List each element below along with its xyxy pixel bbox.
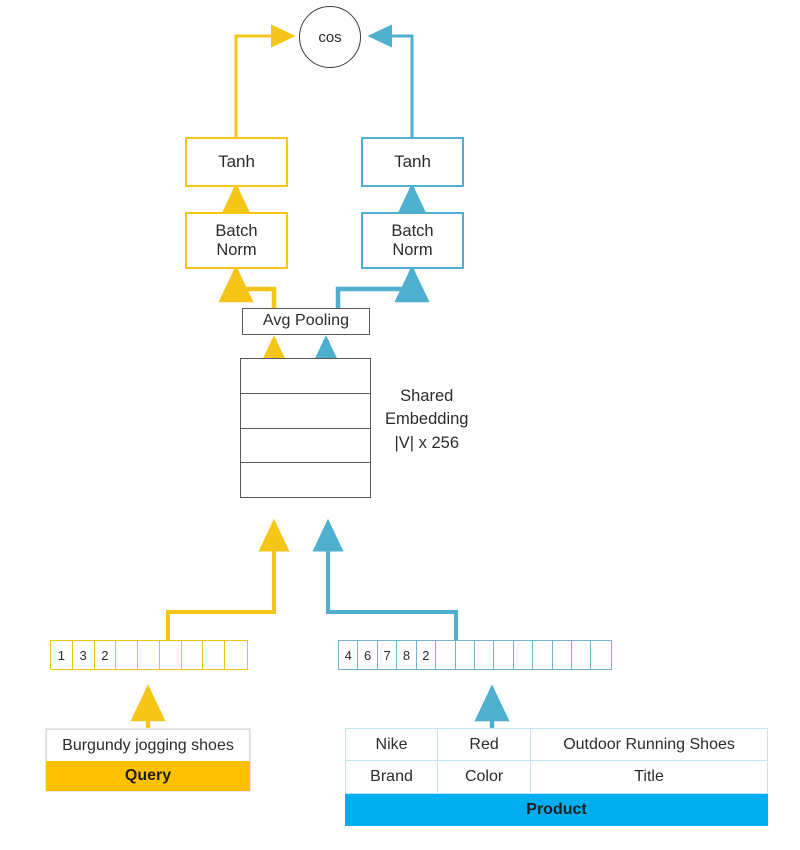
query-banner: Query (46, 761, 250, 791)
product-attribute-header: Color (438, 761, 532, 794)
wire-pooling-to-product-bn (335, 265, 430, 308)
product-attribute-value: Red (438, 728, 532, 761)
token-cell[interactable] (225, 641, 247, 669)
token-cell[interactable] (475, 641, 495, 669)
wire-pooling-to-query-bn (218, 265, 277, 308)
token-cell[interactable] (138, 641, 160, 669)
token-cell[interactable]: 2 (417, 641, 437, 669)
product-batchnorm-label-line1: Batch (391, 221, 434, 240)
embedding-caption-line2: Embedding (385, 410, 469, 429)
product-banner: Product (345, 794, 768, 826)
token-cell[interactable] (572, 641, 592, 669)
token-cell[interactable] (203, 641, 226, 669)
cos-label: cos (318, 28, 342, 46)
embedding-row (241, 429, 370, 464)
wire-product-tanh-to-cos (367, 24, 414, 137)
product-attribute-value: Nike (345, 728, 439, 761)
token-cell[interactable] (116, 641, 139, 669)
product-batchnorm-label-line2: Norm (392, 240, 433, 259)
shared-embedding-caption: Shared Embedding |V| x 256 (385, 385, 468, 455)
avg-pooling-box[interactable]: Avg Pooling (242, 308, 370, 335)
query-batchnorm-box[interactable]: Batch Norm (185, 212, 288, 269)
token-cell[interactable]: 7 (378, 641, 398, 669)
token-cell[interactable]: 8 (397, 641, 417, 669)
token-cell[interactable] (456, 641, 475, 669)
query-tanh-label: Tanh (218, 152, 255, 172)
token-cell[interactable] (160, 641, 182, 669)
token-cell[interactable]: 1 (51, 641, 73, 669)
token-cell[interactable] (494, 641, 514, 669)
cosine-similarity-node[interactable]: cos (299, 6, 361, 68)
token-cell[interactable]: 4 (339, 641, 359, 669)
product-tanh-box[interactable]: Tanh (361, 137, 464, 187)
product-attribute-header: Brand (345, 761, 439, 794)
token-cell[interactable] (591, 641, 610, 669)
embedding-caption-line1: Shared (400, 387, 454, 405)
query-batchnorm-label-line1: Batch (215, 221, 258, 240)
shared-embedding-matrix[interactable] (240, 358, 371, 498)
product-attribute-value: Outdoor Running Shoes (531, 728, 768, 761)
product-attribute-header: Title (531, 761, 768, 794)
wire-product-tokens-to-embedding (312, 518, 458, 640)
token-cell[interactable] (553, 641, 573, 669)
embedding-caption-line3: |V| x 256 (394, 433, 459, 452)
query-text-row: Burgundy jogging shoes (46, 729, 250, 761)
token-cell[interactable]: 2 (95, 641, 117, 669)
token-cell[interactable] (514, 641, 534, 669)
query-source-block: Burgundy jogging shoes Query (45, 728, 251, 792)
query-text-value[interactable]: Burgundy jogging shoes (46, 729, 250, 761)
token-cell[interactable]: 3 (73, 641, 95, 669)
embedding-row (241, 463, 370, 497)
token-cell[interactable] (182, 641, 204, 669)
embedding-row (241, 359, 370, 394)
query-batchnorm-label-line2: Norm (216, 240, 257, 259)
token-cell[interactable]: 6 (358, 641, 378, 669)
token-cell[interactable] (436, 641, 456, 669)
token-cell[interactable] (533, 641, 553, 669)
product-batchnorm-box[interactable]: Batch Norm (361, 212, 464, 269)
product-tanh-label: Tanh (394, 152, 431, 172)
query-tanh-box[interactable]: Tanh (185, 137, 288, 187)
avg-pooling-label: Avg Pooling (262, 312, 350, 330)
wire-query-tanh-to-cos (234, 24, 296, 137)
wire-query-tokens-to-embedding (166, 518, 290, 640)
embedding-row (241, 394, 370, 429)
